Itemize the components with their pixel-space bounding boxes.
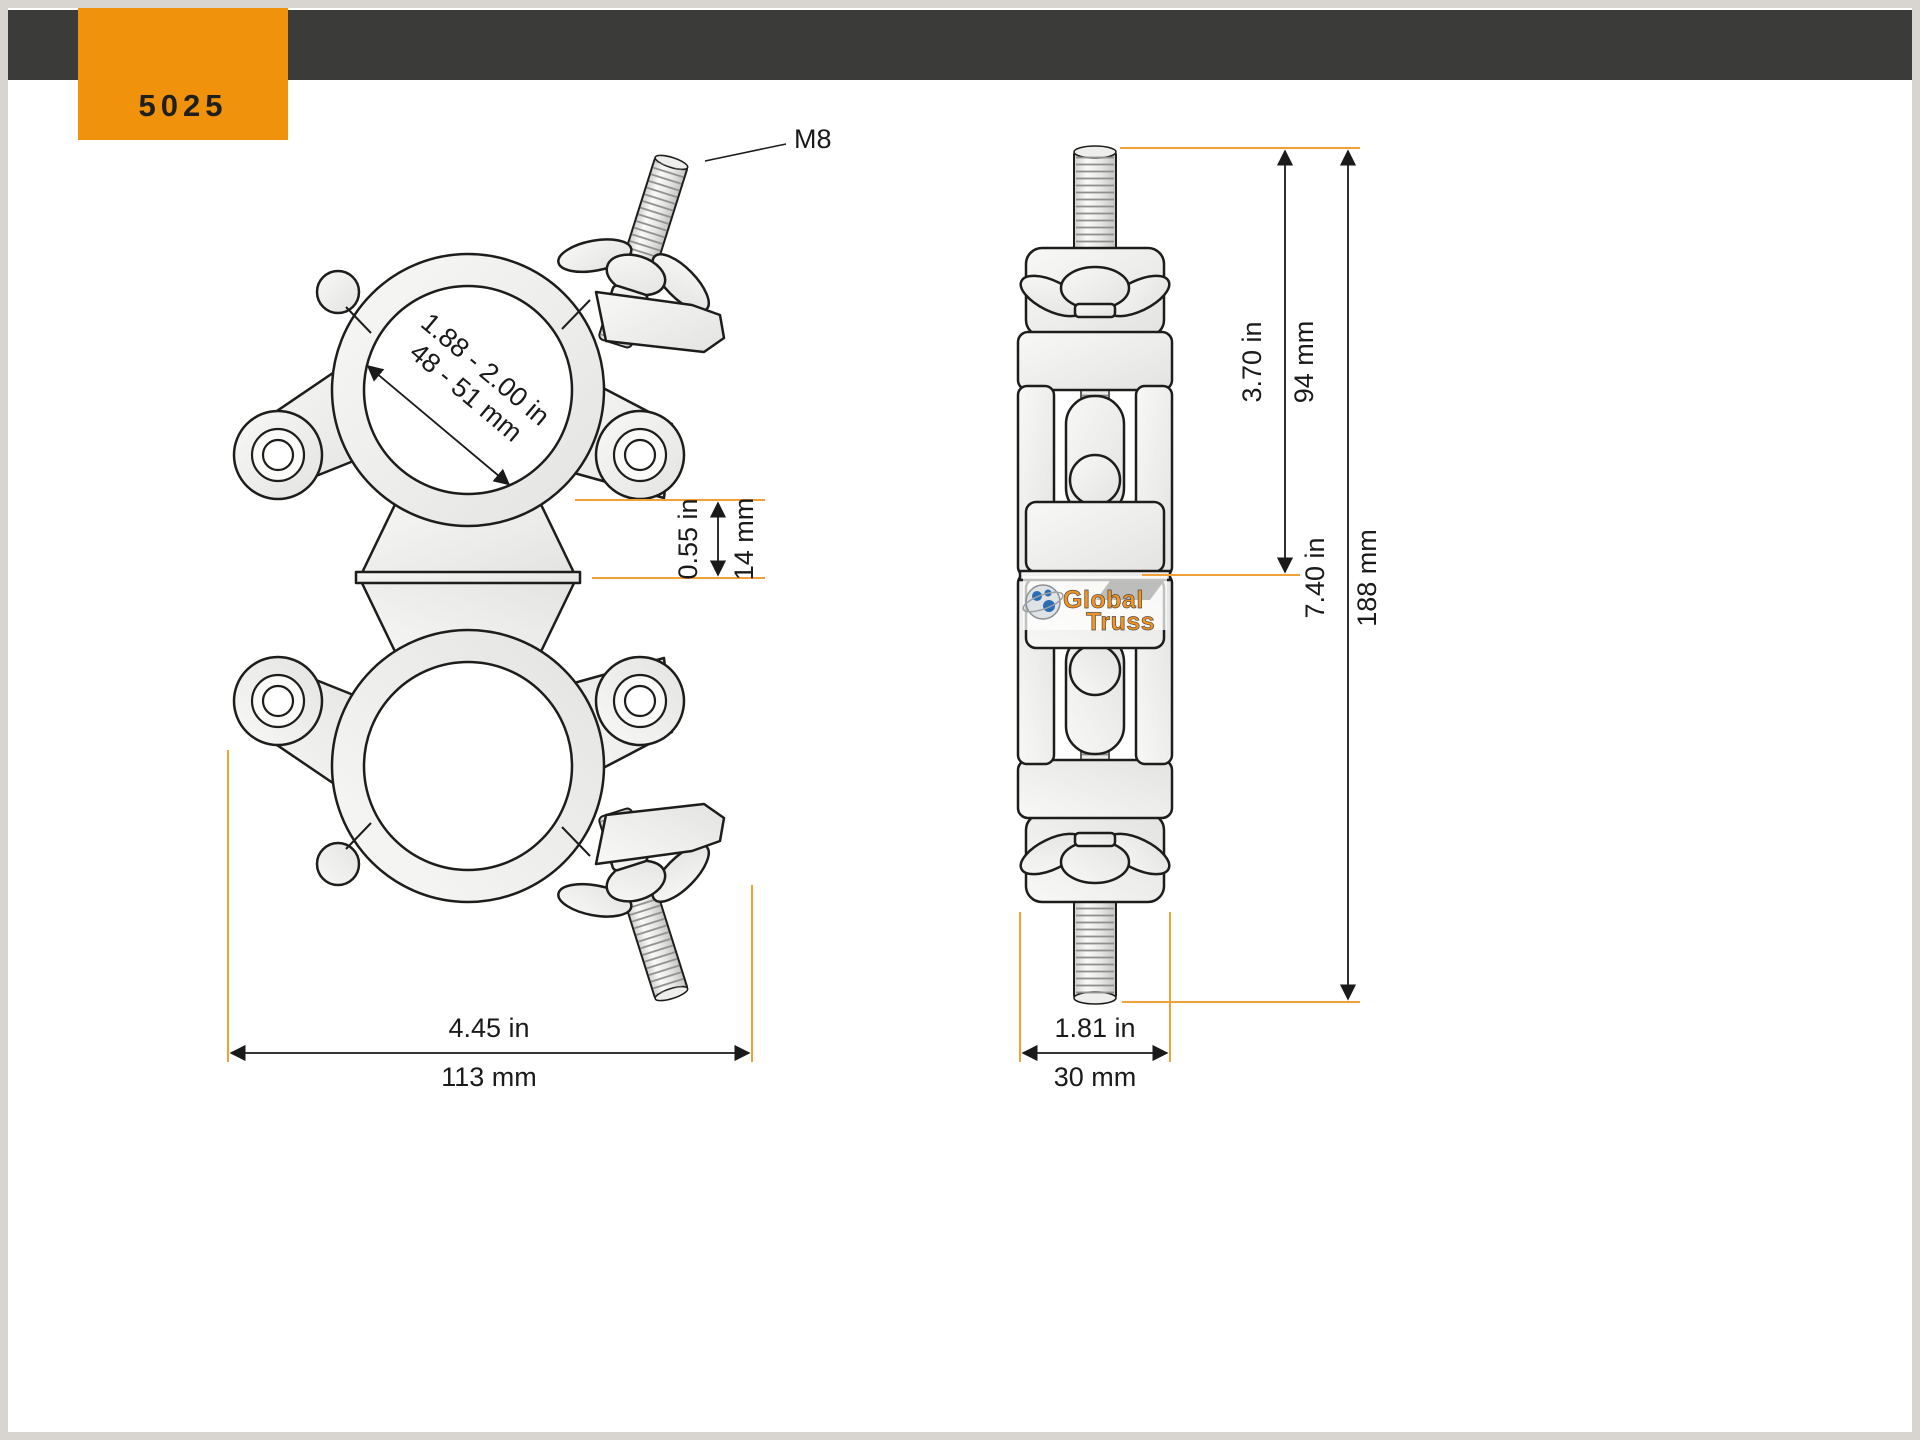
product-code: 5025 (138, 88, 228, 123)
logo-text-global: Global (1063, 586, 1144, 614)
bolt-leader (704, 143, 787, 162)
center-in-label: 3.70 in (1237, 321, 1267, 402)
width-in-label: 4.45 in (448, 1013, 529, 1043)
front-view (232, 130, 755, 1026)
front-clamp-bottom (232, 577, 755, 1026)
globaltruss-logo: Global Truss (1022, 576, 1167, 636)
side-clamp-bottom (1013, 572, 1177, 1006)
spacer-mm-label: 14 mm (729, 498, 759, 581)
spacer-in-label: 0.55 in (673, 498, 703, 579)
logo-text-truss: Truss (1086, 608, 1155, 636)
height-mm-label: 188 mm (1352, 529, 1382, 627)
globe-continent (1043, 600, 1055, 612)
product-code-badge: 5025 (78, 8, 288, 140)
side-dimensions: 3.70 in 94 mm 7.40 in 188 mm 1.81 in 30 … (1019, 147, 1382, 1092)
height-in-label: 7.40 in (1300, 537, 1330, 618)
center-mm-label: 94 mm (1289, 321, 1319, 404)
bore-arrow (366, 365, 511, 486)
globe-ring (1022, 591, 1064, 613)
logo-truss-swoosh (1096, 581, 1164, 600)
side-clamp-top (1013, 144, 1177, 578)
swivel-joint (354, 570, 582, 585)
bolt-label: M8 (794, 124, 832, 154)
depth-in-label: 1.81 in (1054, 1013, 1135, 1043)
header-bar (8, 10, 1912, 80)
depth-mm-label: 30 mm (1054, 1062, 1137, 1092)
globe-icon (1025, 584, 1061, 620)
width-mm-label: 113 mm (441, 1062, 537, 1092)
